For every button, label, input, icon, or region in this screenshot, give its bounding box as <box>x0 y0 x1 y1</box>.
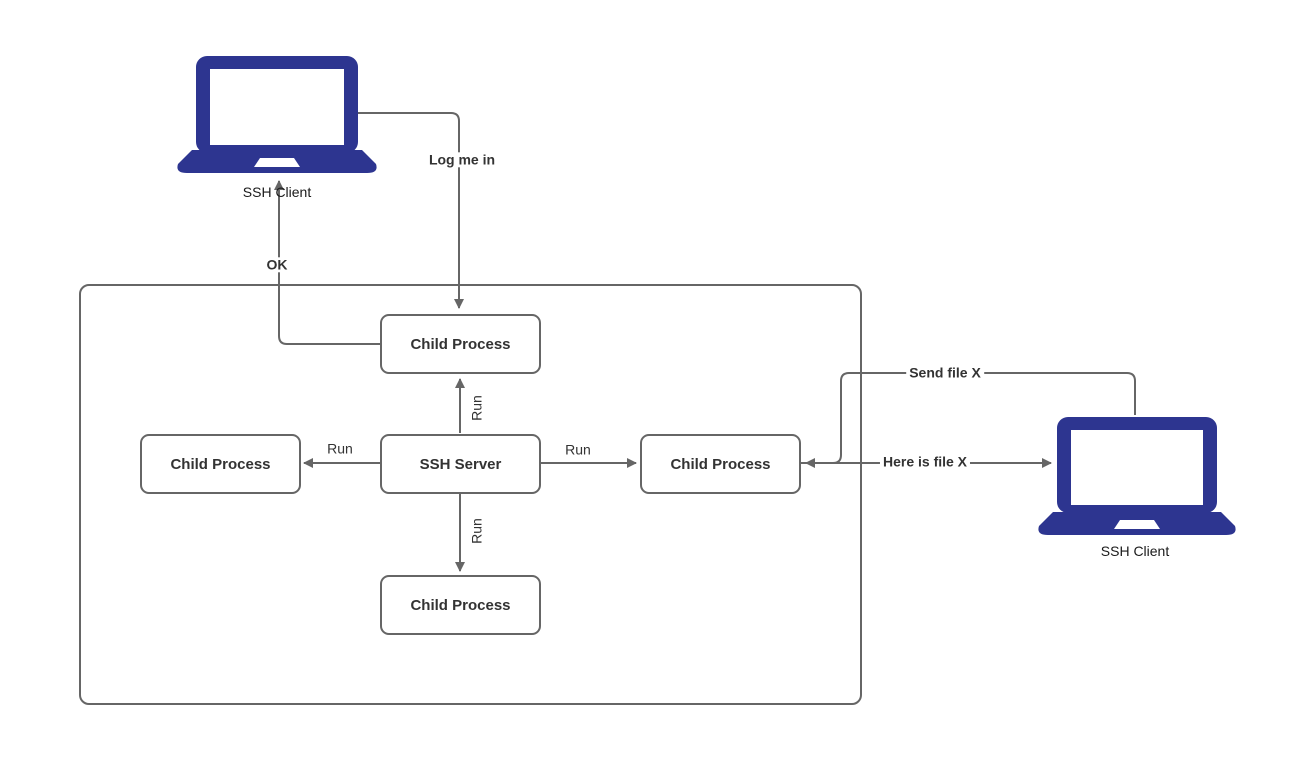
label-here-is-file-x: Here is file X <box>879 453 971 470</box>
label-send-file-x: Send file X <box>906 364 984 381</box>
node-child-process-bottom[interactable]: Child Process <box>380 575 541 635</box>
label-ssh-client-right: SSH Client <box>1100 543 1170 559</box>
label-ok: OK <box>263 256 291 273</box>
label-run-right: Run <box>565 441 591 458</box>
label-run-left: Run <box>327 440 353 457</box>
label-run-down: Run <box>468 518 485 544</box>
label-ssh-client-left: SSH Client <box>242 184 312 200</box>
node-ssh-server[interactable]: SSH Server <box>380 434 541 494</box>
edge-send-file-x <box>805 372 1136 468</box>
server-host-container <box>79 284 862 705</box>
node-child-process-top[interactable]: Child Process <box>380 314 541 374</box>
node-child-process-left[interactable]: Child Process <box>140 434 301 494</box>
label-run-up: Run <box>468 395 485 421</box>
label-log-me-in: Log me in <box>425 151 499 168</box>
laptop-icon-right[interactable] <box>1038 417 1236 535</box>
laptop-icon-left[interactable] <box>177 56 377 173</box>
node-child-process-right[interactable]: Child Process <box>640 434 801 494</box>
edge-ok <box>274 180 380 345</box>
edge-log-me-in <box>357 112 464 309</box>
